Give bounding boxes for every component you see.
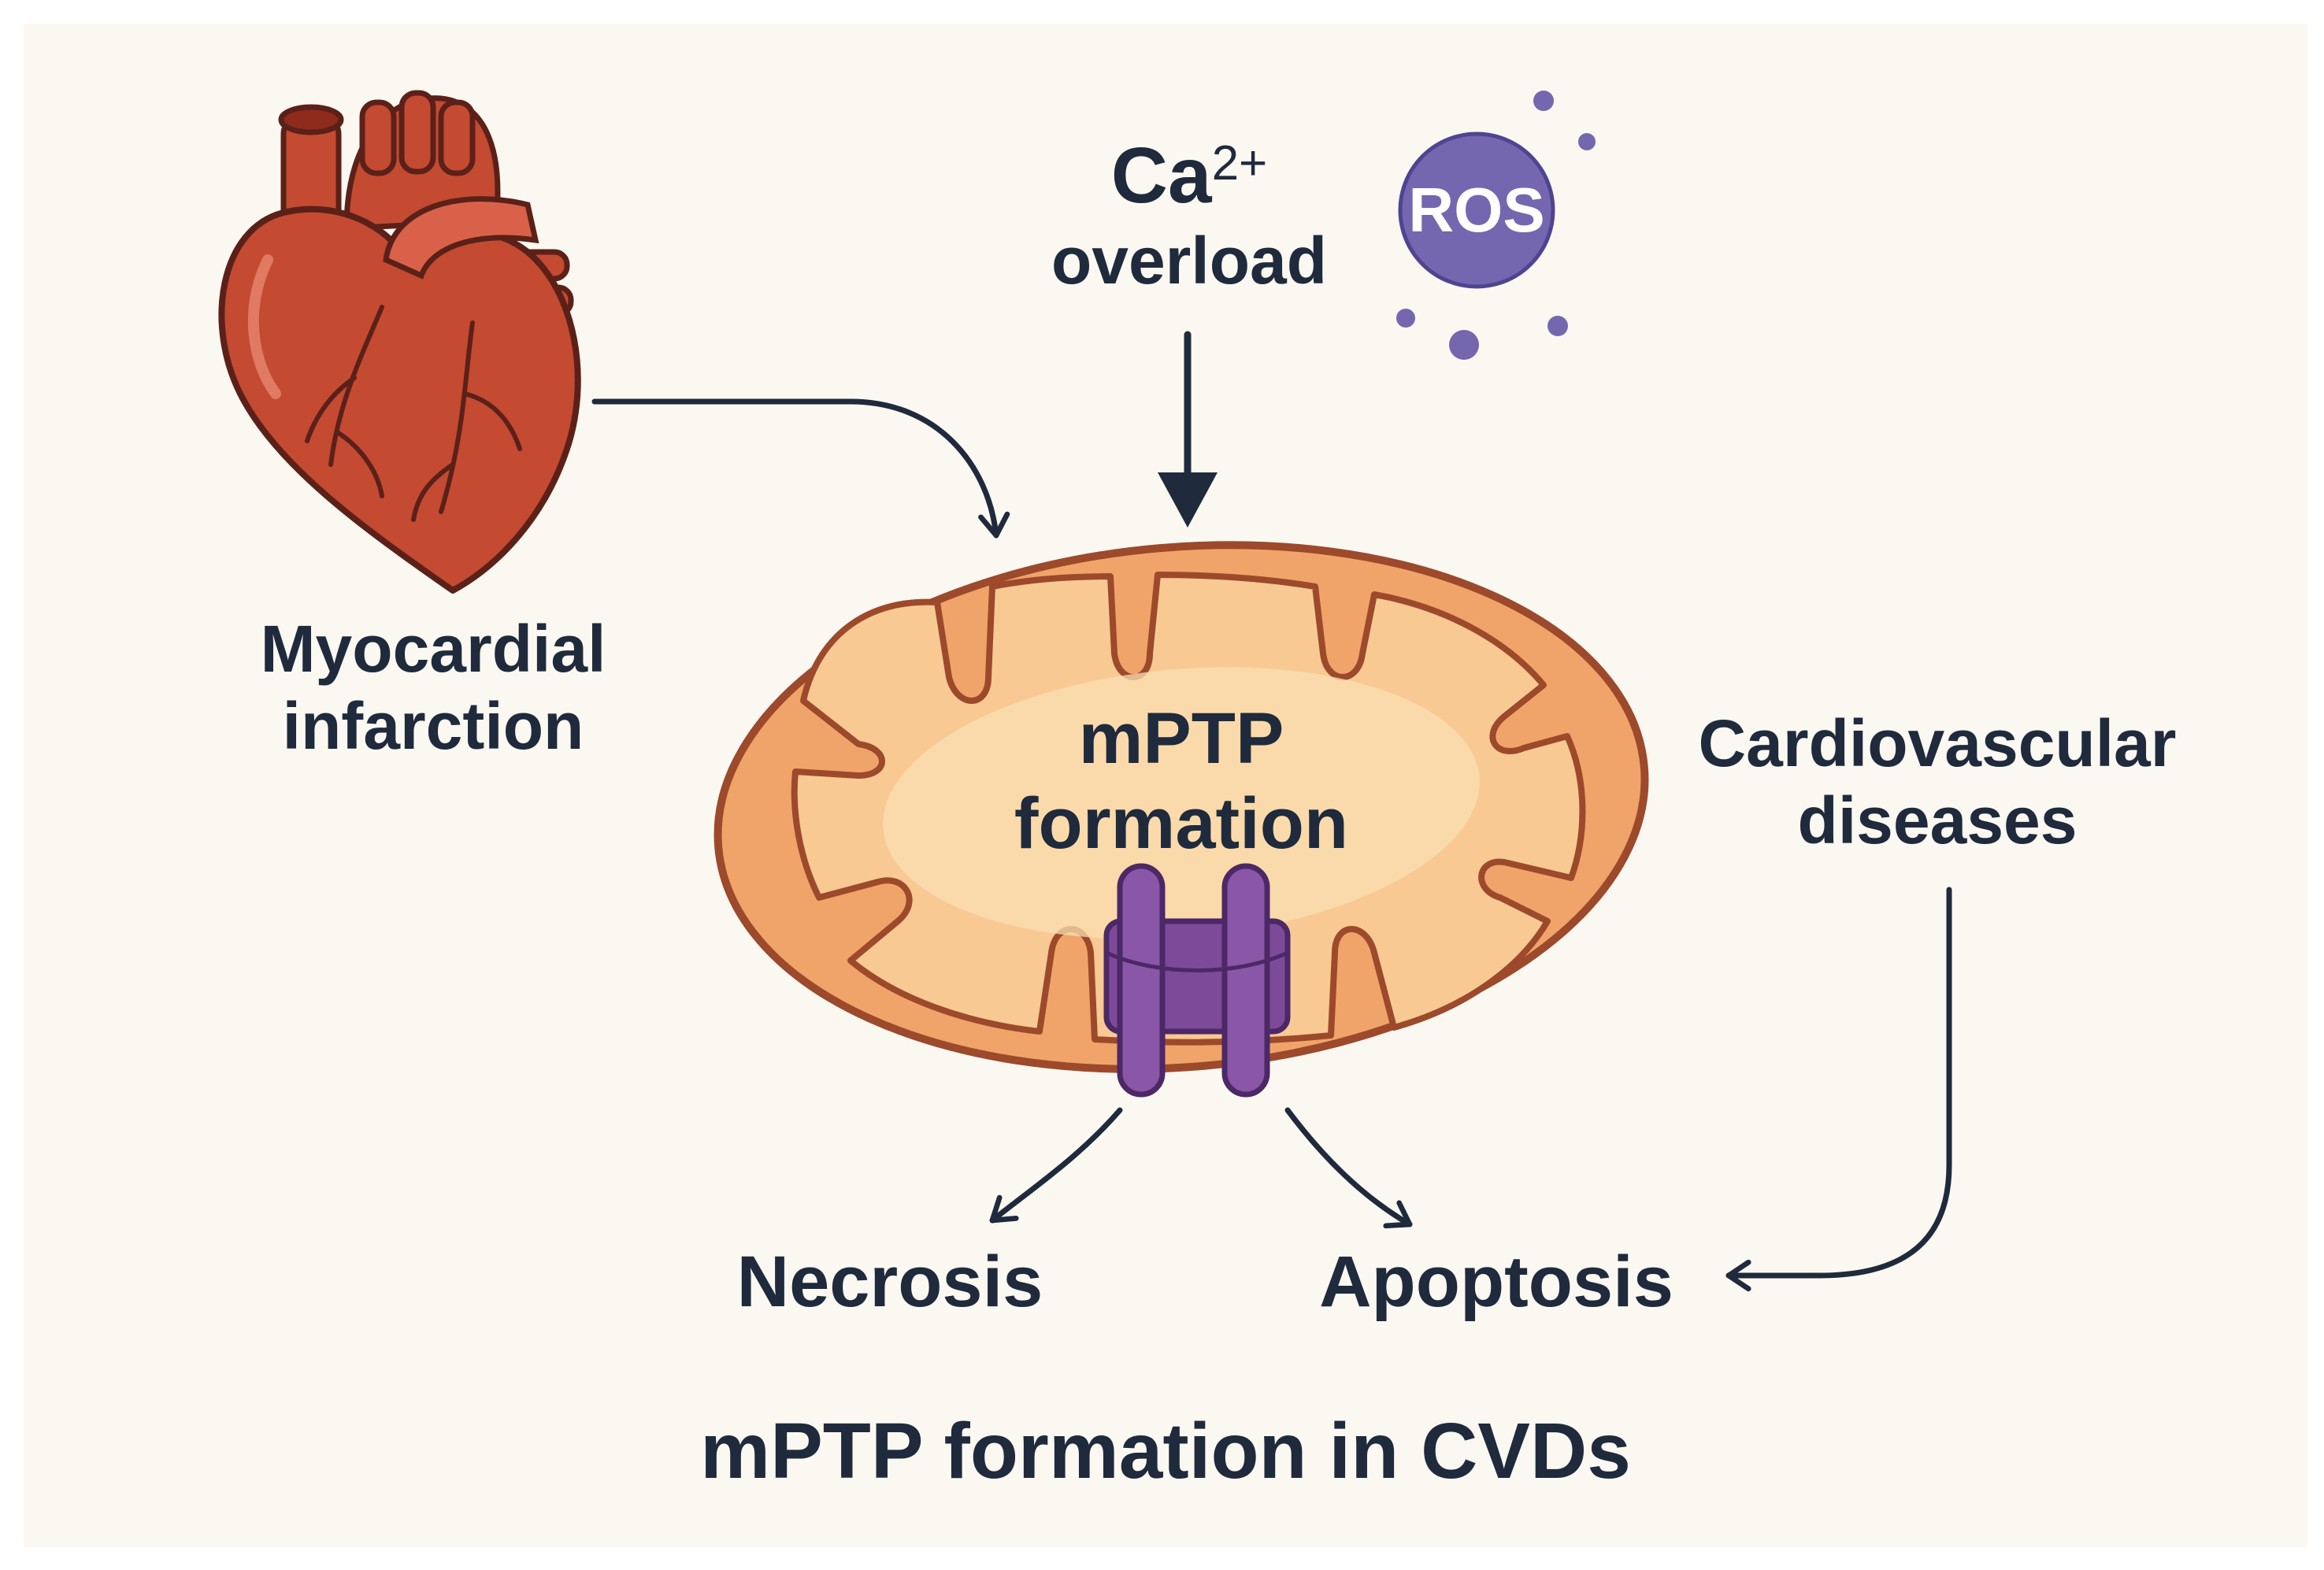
mitochondrion-icon xyxy=(714,541,1649,1073)
diagram-title: mPTP formation in CVDs xyxy=(700,1407,1631,1495)
mptp-channel-icon xyxy=(1103,863,1291,1098)
arrow-mptp-to-necrosis xyxy=(989,1107,1123,1224)
diagram-graphics xyxy=(218,90,1952,1292)
apoptosis-label: Apoptosis xyxy=(1319,1242,1674,1322)
calcium-label: Ca2+ xyxy=(1110,131,1268,220)
necrosis-label: Necrosis xyxy=(736,1242,1043,1322)
ros-bubble xyxy=(1396,91,1596,360)
heart-icon xyxy=(218,90,581,594)
myocardial-infarction-label: Myocardial infarction xyxy=(260,612,606,764)
arrow-mptp-to-apoptosis xyxy=(1284,1107,1413,1229)
arrow-cvd-to-apoptosis xyxy=(1725,887,1952,1292)
calcium-overload-label: Ca2+ overload xyxy=(1024,130,1355,299)
mptp-formation-label: mPTP formation xyxy=(1014,698,1349,864)
ros-label: ROS xyxy=(1408,175,1545,245)
arrow-calcium-to-mptp xyxy=(1158,331,1218,528)
arrow-infarction-to-mptp xyxy=(591,398,1010,539)
cardiovascular-diseases-label: Cardiovascular diseases xyxy=(1698,706,2177,858)
diagram-canvas: Myocardial infarction Ca2+ overload ROS … xyxy=(24,24,2307,1547)
